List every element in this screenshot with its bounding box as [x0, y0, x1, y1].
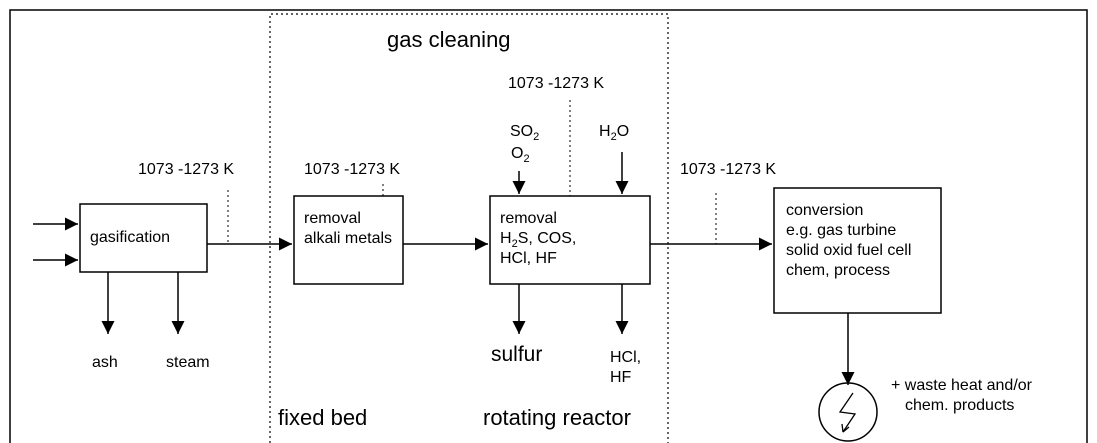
o2-sub: 2: [523, 153, 530, 165]
steam-label: steam: [166, 354, 210, 371]
conversion-line-4: chem, process: [786, 262, 891, 279]
waste-line-1: + waste heat and/or: [891, 377, 1032, 394]
conversion-box: [773, 187, 942, 314]
gas-cleaning-region: [269, 13, 669, 443]
temp-label-alkali: 1073 -1273 K: [304, 161, 401, 178]
h2o-sub: 2: [610, 131, 617, 143]
temp-label-gasifier: 1073 -1273 K: [138, 161, 235, 178]
conversion-line-3: solid oxid fuel cell: [786, 242, 912, 259]
o2-label: O2: [511, 145, 530, 165]
alkali-line-1: removal: [304, 210, 361, 227]
sulfur-removal-box-text: removal H2S, COS, HCl, HF: [500, 209, 576, 269]
removal-line-3: HCl, HF: [500, 250, 557, 267]
removal-s-cos: S, COS,: [517, 230, 577, 247]
waste-line-2: chem. products: [905, 397, 1015, 414]
conversion-line-2: e.g. gas turbine: [786, 222, 897, 239]
h2o-label: H2O: [599, 123, 630, 143]
o2-o: O: [511, 145, 524, 162]
generator-lightning-icon: [818, 382, 878, 442]
gasification-box: [79, 203, 208, 273]
removal-h: H: [500, 230, 512, 247]
alkali-line-2: alkali metals: [304, 230, 393, 247]
removal-h2-sub: 2: [511, 238, 518, 250]
removal-line-2: H2S, COS,: [500, 229, 577, 250]
hcl-line: HCl,: [610, 349, 642, 366]
conversion-box-text: conversion e.g. gas turbine solid oxid f…: [786, 201, 911, 281]
alkali-removal-box-text: removal alkali metals: [304, 209, 392, 249]
rotating-reactor-label: rotating reactor: [483, 405, 631, 430]
temp-label-rotating: 1073 -1273 K: [508, 75, 605, 92]
sulfur-removal-box: [489, 195, 651, 285]
h2o-o: O: [616, 123, 630, 140]
so2-so: SO: [510, 123, 534, 140]
removal-line-1: removal: [500, 210, 557, 227]
alkali-removal-box: [293, 195, 404, 285]
gas-cleaning-label: gas cleaning: [387, 27, 511, 52]
gasification-box-label: gasification: [90, 229, 171, 246]
waste-heat-label: + waste heat and/or chem. products: [891, 376, 1032, 416]
so2-sub: 2: [533, 131, 540, 143]
fixed-bed-label: fixed bed: [278, 405, 368, 430]
diagram-frame: [9, 9, 1088, 443]
so2-label: SO2: [510, 123, 540, 143]
ash-label: ash: [92, 354, 118, 371]
hf-line: HF: [610, 369, 632, 386]
h2o-h: H: [599, 123, 611, 140]
temp-label-conversion: 1073 -1273 K: [680, 161, 777, 178]
conversion-line-1: conversion: [786, 202, 864, 219]
hcl-hf-label: HCl, HF: [610, 348, 641, 388]
sulfur-label: sulfur: [491, 343, 543, 366]
